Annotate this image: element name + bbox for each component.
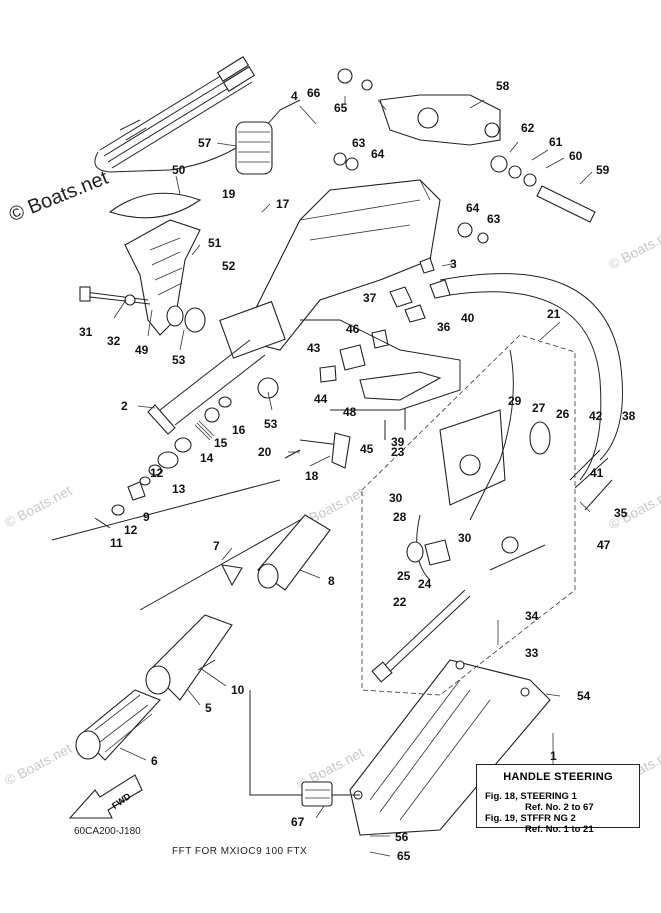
callout: 63 <box>352 136 366 150</box>
watermark: © Boats.net <box>606 224 661 273</box>
callout: 67 <box>291 815 305 829</box>
callout: 30 <box>389 491 403 505</box>
callout: 4 <box>291 89 298 103</box>
callout: 32 <box>107 334 121 348</box>
callout: 38 <box>622 409 636 423</box>
bottom-bracket <box>249 659 551 836</box>
callout: 65 <box>397 849 411 863</box>
callout: 16 <box>232 423 246 437</box>
info-box-line: Fig. 19, STFFR NG 2 <box>485 813 576 824</box>
throttle-grip-assembly <box>51 479 331 761</box>
callout: 17 <box>276 197 290 211</box>
callout: 13 <box>172 482 186 496</box>
callout: 29 <box>508 394 522 408</box>
callout: 26 <box>556 407 570 421</box>
callout: 56 <box>395 830 409 844</box>
diagram-code: 60CA200-J180 <box>74 826 141 837</box>
callout: 10 <box>231 683 245 697</box>
callout: 36 <box>437 320 451 334</box>
callout: 2 <box>121 399 128 413</box>
tiller-grip-left <box>79 192 206 336</box>
info-box-line: Ref. No. 2 to 67 <box>525 802 594 813</box>
leader-lines <box>113 96 593 857</box>
callout: 61 <box>549 135 563 149</box>
watermark: © Boats.net <box>2 482 74 531</box>
callout: 6 <box>151 754 158 768</box>
callout: 57 <box>198 136 212 150</box>
callout: 48 <box>343 405 357 419</box>
switch-67 <box>301 781 333 807</box>
callout: 11 <box>110 536 123 550</box>
throttle-cables-right <box>439 273 623 511</box>
callout: 44 <box>314 392 328 406</box>
callout: 54 <box>577 689 591 703</box>
callout: 53 <box>264 417 278 431</box>
callout: 60 <box>569 149 583 163</box>
callout: 21 <box>547 307 561 321</box>
callout: 8 <box>328 574 335 588</box>
mount-hardware <box>333 68 596 244</box>
info-box-line: Fig. 18, STEERING 1 <box>485 791 577 802</box>
callout: 58 <box>496 79 510 93</box>
callout: 37 <box>363 291 377 305</box>
callout: 12 <box>150 466 164 480</box>
throttle-shaft-parts <box>94 377 351 529</box>
callout: 25 <box>397 569 411 583</box>
callout: 22 <box>393 595 407 609</box>
callout: 9 <box>143 510 150 524</box>
callout: 27 <box>532 401 546 415</box>
callout: 50 <box>172 163 186 177</box>
control-sub-assembly <box>361 334 576 696</box>
callout: 20 <box>258 445 272 459</box>
callout: 47 <box>597 538 611 552</box>
callout: 18 <box>305 469 319 483</box>
callout: 19 <box>222 187 236 201</box>
callout: 3 <box>450 257 457 271</box>
callout: 5 <box>205 701 212 715</box>
grommet-57 <box>235 121 273 175</box>
callout: 33 <box>525 646 539 660</box>
callout: 45 <box>360 442 374 456</box>
callout: 41 <box>590 466 604 480</box>
callout: 64 <box>466 201 480 215</box>
callout: 14 <box>200 451 214 465</box>
callout: 51 <box>208 236 222 250</box>
callout: 49 <box>135 343 149 357</box>
callout: 39 <box>391 435 405 449</box>
callout: 24 <box>418 577 432 591</box>
callout: 23 <box>391 445 405 459</box>
steering-bracket <box>147 179 441 435</box>
callout: 66 <box>307 86 321 100</box>
callout: 46 <box>346 322 360 336</box>
callout-labels: 1 2 3 4 5 6 7 8 9 10 11 12 12 13 14 15 1… <box>79 79 636 863</box>
callout: 63 <box>487 212 501 226</box>
callout: 15 <box>214 436 228 450</box>
callout: 30 <box>458 531 472 545</box>
callout: 65 <box>334 101 348 115</box>
footnote: FFT FOR MXIOC9 100 FTX <box>172 846 308 857</box>
linkage-parts <box>300 257 461 440</box>
callout: 31 <box>79 325 93 339</box>
callout: 28 <box>393 510 407 524</box>
callout: 40 <box>461 311 475 325</box>
callout: 59 <box>596 163 610 177</box>
watermark: © Boats.net <box>2 740 74 789</box>
callout: 1 <box>550 749 557 763</box>
callout: 64 <box>371 147 385 161</box>
info-box-title: HANDLE STEERING <box>503 771 613 783</box>
callout: 34 <box>525 609 539 623</box>
info-box: HANDLE STEERING Fig. 18, STEERING 1 Ref.… <box>476 764 640 835</box>
info-box-line: Ref. No. 1 to 21 <box>525 824 594 835</box>
callout: 52 <box>222 259 236 273</box>
fwd-arrow-icon <box>68 774 143 819</box>
callout: 42 <box>589 409 603 423</box>
callout: 12 <box>124 523 138 537</box>
callout: 53 <box>172 353 186 367</box>
callout: 43 <box>307 341 321 355</box>
callout: 7 <box>213 539 220 553</box>
callout: 62 <box>521 121 535 135</box>
callout: 35 <box>614 506 628 520</box>
